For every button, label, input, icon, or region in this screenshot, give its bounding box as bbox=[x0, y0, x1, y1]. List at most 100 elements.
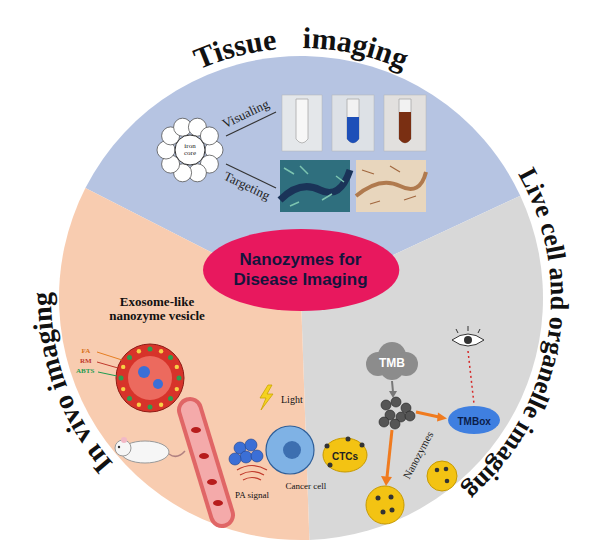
exosome-vesicle bbox=[128, 356, 172, 400]
blood-vessel bbox=[190, 410, 223, 515]
flow-arrow bbox=[416, 412, 439, 417]
exosome-vesicle bbox=[159, 349, 163, 353]
nanoparticle-icon bbox=[174, 118, 192, 136]
exosome-vesicle bbox=[175, 387, 179, 391]
tube-photo bbox=[332, 95, 374, 151]
ctc-cell bbox=[325, 444, 330, 449]
ellipse-text: Nanozymes for Disease Imaging bbox=[225, 250, 375, 291]
exosome-vesicle bbox=[153, 379, 163, 389]
cell-label: Cancer cell bbox=[286, 482, 327, 492]
blood-vessel bbox=[190, 410, 222, 515]
ctc-cell bbox=[360, 443, 365, 448]
sector-heading: Live cell and organelle imaging bbox=[459, 163, 575, 506]
exosome-vesicle bbox=[137, 349, 141, 353]
exosome-vesicle bbox=[119, 376, 124, 381]
ctc-cell bbox=[435, 467, 450, 484]
cancer-cell bbox=[266, 426, 314, 474]
leader-line bbox=[226, 164, 276, 188]
leader-line bbox=[97, 352, 122, 376]
nanozyme-cluster bbox=[229, 439, 263, 465]
tmbox-blob bbox=[448, 406, 500, 434]
nanozyme-cluster bbox=[391, 397, 401, 407]
exosome-vesicle bbox=[138, 366, 150, 378]
nanozyme-cluster bbox=[379, 397, 415, 429]
blood-vessel bbox=[199, 453, 209, 459]
tube-photo bbox=[282, 95, 426, 151]
flow-arrow bbox=[392, 381, 393, 392]
exosome-vesicle bbox=[168, 355, 173, 360]
tissue-micrograph bbox=[280, 160, 350, 212]
eye-icon bbox=[452, 334, 484, 346]
ctc-cell bbox=[444, 467, 449, 472]
nanoparticle-icon bbox=[162, 155, 180, 173]
mouse-figure bbox=[115, 440, 131, 456]
tmb-cloud bbox=[366, 352, 390, 376]
nanozyme-cluster bbox=[245, 439, 257, 451]
flow-arrow bbox=[389, 391, 397, 398]
pa-signal-wave bbox=[237, 466, 267, 481]
mouse-figure bbox=[169, 451, 185, 456]
dotted-line bbox=[468, 351, 474, 404]
sector-heading: Tissue imaging bbox=[189, 21, 413, 75]
exosome-vesicle bbox=[121, 349, 179, 407]
mouse-figure bbox=[121, 441, 169, 463]
arrow-label: Nanozymes bbox=[400, 429, 435, 481]
tmb-cloud bbox=[380, 356, 404, 380]
cancer-cell bbox=[283, 441, 301, 459]
nanoparticle-icon bbox=[174, 164, 192, 182]
tissue-micrograph bbox=[356, 172, 426, 196]
component-label: ABTS bbox=[76, 368, 94, 376]
tissue-micrograph bbox=[362, 166, 416, 204]
exosome-vesicle bbox=[159, 403, 163, 407]
nanoparticle-icon bbox=[162, 127, 180, 145]
ctc-cell bbox=[390, 508, 395, 513]
pa-signal-wave bbox=[243, 478, 261, 481]
nanozyme-cluster bbox=[385, 410, 395, 420]
tissue-micrograph bbox=[280, 160, 426, 212]
nanozyme-cluster bbox=[240, 451, 252, 463]
leader-line bbox=[98, 372, 117, 376]
exosome-vesicle bbox=[127, 396, 132, 401]
figure-label: Light bbox=[281, 394, 303, 405]
mouse-figure bbox=[118, 446, 120, 448]
ctc-cell bbox=[325, 437, 365, 468]
nanozyme-cluster bbox=[401, 403, 411, 413]
signal-label: PA signal bbox=[235, 491, 269, 501]
exosome-vesicle bbox=[121, 365, 125, 369]
tmb-cloud bbox=[378, 342, 406, 370]
arrow-label: Visualing bbox=[220, 97, 271, 131]
exosome-vesicle bbox=[119, 347, 182, 410]
cell-label: CTCs bbox=[332, 451, 358, 462]
reagent-label: TMBox bbox=[458, 416, 491, 427]
tube-photo bbox=[296, 99, 308, 143]
tube-photo bbox=[347, 99, 359, 143]
leader-line bbox=[97, 352, 122, 360]
arrow-label: Targeting bbox=[221, 169, 272, 203]
tmb-cloud bbox=[394, 352, 418, 376]
cancer-cell bbox=[266, 426, 314, 474]
tube-photo bbox=[399, 99, 411, 143]
flow-arrow bbox=[381, 476, 392, 486]
nanoparticle-icon bbox=[200, 127, 218, 145]
nanoparticle-icon bbox=[157, 141, 175, 159]
exosome-vesicle bbox=[127, 355, 132, 360]
tube-photo bbox=[399, 112, 411, 143]
sector-heading: In vivo imaging bbox=[26, 292, 118, 480]
nanoparticle-icon bbox=[200, 155, 218, 173]
pa-signal-wave bbox=[237, 466, 267, 471]
nanoparticle-icon bbox=[157, 118, 223, 182]
tissue-micrograph bbox=[284, 166, 344, 206]
tmbox-blob bbox=[448, 406, 500, 434]
nanozyme-cluster bbox=[234, 442, 246, 454]
exosome-vesicle bbox=[177, 376, 182, 381]
nanoparticle-icon bbox=[188, 164, 206, 182]
ctc-cell bbox=[323, 438, 367, 472]
exosome-vesicle bbox=[116, 344, 184, 412]
flow-arrow bbox=[381, 381, 447, 486]
ctc-cell bbox=[445, 479, 450, 484]
tube-photo bbox=[347, 117, 359, 143]
central-ellipse: Nanozymes for Disease Imaging bbox=[203, 229, 399, 311]
leader-line bbox=[226, 112, 276, 136]
flow-arrow bbox=[437, 413, 447, 422]
mouse-figure bbox=[121, 437, 127, 443]
